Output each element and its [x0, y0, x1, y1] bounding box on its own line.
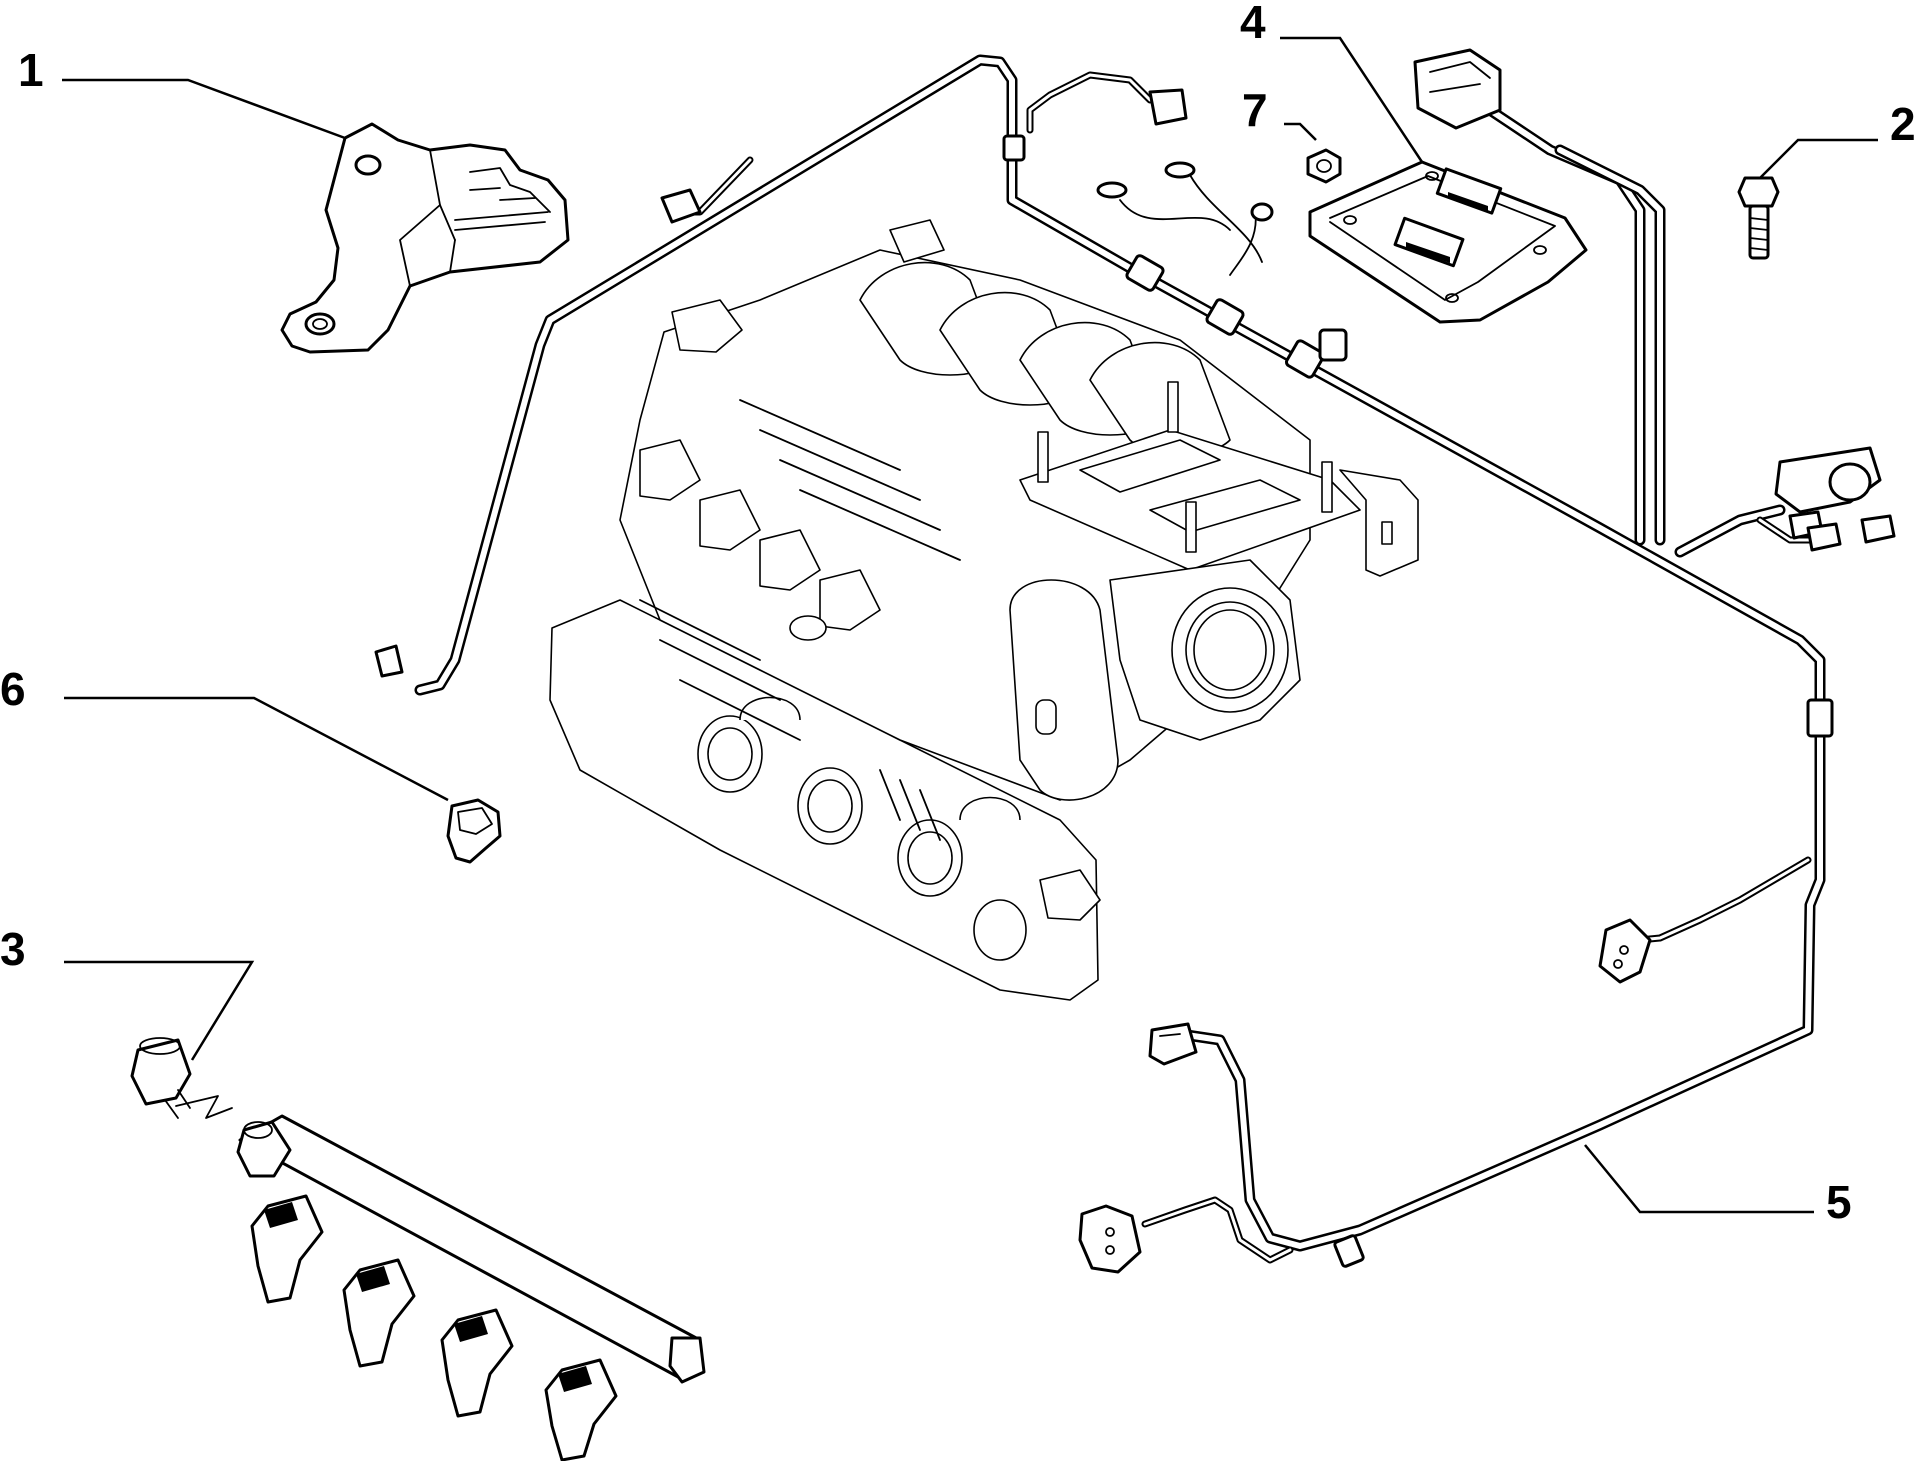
- callout-3: 3: [0, 923, 255, 1061]
- bracket-part-1: [280, 122, 570, 354]
- callout-5-leader: [1584, 1144, 1814, 1214]
- injector-1: [250, 1194, 324, 1304]
- callout-6-label: 6: [0, 663, 26, 715]
- nut-part-7: [1306, 148, 1342, 184]
- callout-3-label: 3: [0, 923, 26, 975]
- callout-4: 4: [1240, 0, 1424, 163]
- callout-7-label: 7: [1242, 84, 1268, 136]
- connector-top-left: [660, 188, 702, 224]
- bolt-part-2: [1737, 176, 1780, 260]
- callout-1-label: 1: [18, 44, 44, 96]
- callout-1: 1: [18, 44, 346, 140]
- callout-6-leader: [64, 696, 449, 802]
- injector-4: [544, 1358, 618, 1461]
- callout-2-label: 2: [1890, 98, 1916, 150]
- callout-3-leader: [64, 960, 255, 1061]
- callout-2: 2: [1759, 98, 1916, 179]
- wiring-harness-part-5: [374, 48, 1896, 1274]
- fuel-rail-part-3: [130, 1037, 706, 1461]
- injector-3: [440, 1308, 514, 1418]
- intake-manifold: [549, 219, 1419, 1001]
- injector-2: [342, 1258, 416, 1368]
- callout-4-label: 4: [1240, 0, 1266, 48]
- callout-4-leader: [1280, 36, 1424, 163]
- callout-7: 7: [1242, 84, 1317, 141]
- callout-2-leader: [1759, 138, 1878, 179]
- clip-part-6: [446, 798, 502, 864]
- callout-5: 5: [1584, 1144, 1852, 1228]
- callout-5-label: 5: [1826, 1176, 1852, 1228]
- callout-1-leader: [62, 78, 346, 140]
- callout-6: 6: [0, 663, 449, 802]
- control-unit-part-4: [1308, 160, 1588, 324]
- callout-7-leader: [1284, 122, 1317, 141]
